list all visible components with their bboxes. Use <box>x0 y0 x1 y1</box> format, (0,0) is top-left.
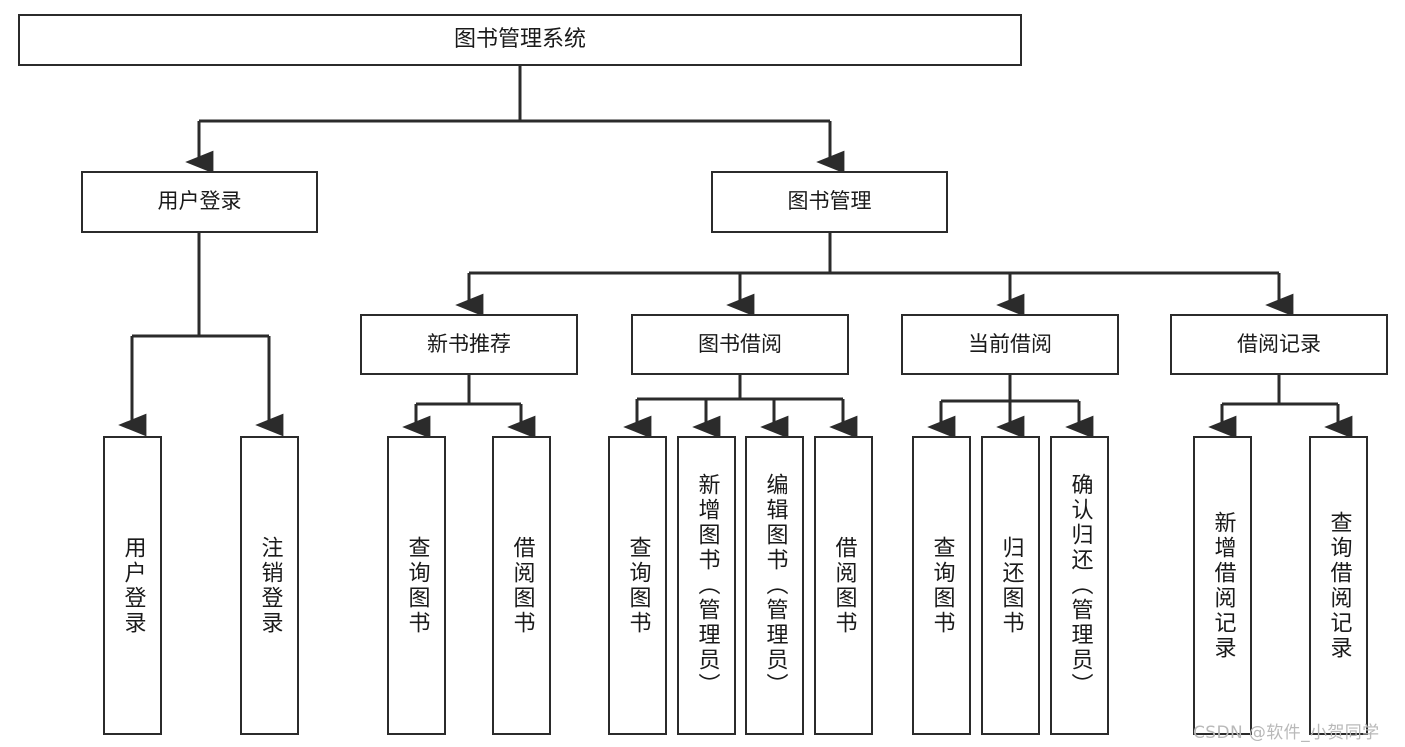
node-label: 新增借阅记录 <box>1210 510 1236 661</box>
node-label: 用户登录 <box>157 189 242 214</box>
node-label: 查询图书 <box>625 535 651 636</box>
node-label: 编辑图书（管理员） <box>762 473 788 698</box>
node-label: 图书管理系统 <box>453 26 586 52</box>
node-label: 用户登录 <box>120 535 146 636</box>
leaf-edit-book-admin[interactable]: 编辑图书（管理员） <box>745 436 804 735</box>
node-book-management[interactable]: 图书管理 <box>711 171 948 233</box>
node-current-borrow[interactable]: 当前借阅 <box>901 314 1119 375</box>
node-label: 归还图书 <box>998 535 1024 636</box>
node-label: 借阅图书 <box>831 535 857 636</box>
node-root[interactable]: 图书管理系统 <box>18 14 1022 66</box>
node-book-borrow[interactable]: 图书借阅 <box>631 314 849 375</box>
leaf-confirm-return-admin[interactable]: 确认归还（管理员） <box>1050 436 1109 735</box>
node-label: 确认归还（管理员） <box>1067 473 1093 698</box>
node-new-book-recommend[interactable]: 新书推荐 <box>360 314 578 375</box>
node-label: 查询图书 <box>404 535 430 636</box>
node-label: 注销登录 <box>257 535 283 636</box>
leaf-logout[interactable]: 注销登录 <box>240 436 299 735</box>
watermark: CSDN @软件_小贺同学 <box>1193 723 1380 743</box>
node-label: 查询借阅记录 <box>1326 510 1352 661</box>
node-label: 新书推荐 <box>427 331 511 356</box>
leaf-borrow-book[interactable]: 借阅图书 <box>814 436 873 735</box>
leaf-add-borrow-record[interactable]: 新增借阅记录 <box>1193 436 1252 735</box>
leaf-query-borrow-record[interactable]: 查询借阅记录 <box>1309 436 1368 735</box>
node-label: 当前借阅 <box>968 331 1052 356</box>
leaf-add-book-admin[interactable]: 新增图书（管理员） <box>677 436 736 735</box>
node-label: 图书管理 <box>787 189 872 214</box>
leaf-query-book-current[interactable]: 查询图书 <box>912 436 971 735</box>
leaf-user-login[interactable]: 用户登录 <box>103 436 162 735</box>
leaf-borrow-book-recommend[interactable]: 借阅图书 <box>492 436 551 735</box>
node-label: 查询图书 <box>929 535 955 636</box>
node-label: 借阅记录 <box>1237 331 1321 356</box>
node-borrow-record[interactable]: 借阅记录 <box>1170 314 1388 375</box>
node-user-login[interactable]: 用户登录 <box>81 171 318 233</box>
leaf-query-book-recommend[interactable]: 查询图书 <box>387 436 446 735</box>
leaf-query-book-borrow[interactable]: 查询图书 <box>608 436 667 735</box>
node-label: 新增图书（管理员） <box>694 473 720 698</box>
leaf-return-book[interactable]: 归还图书 <box>981 436 1040 735</box>
node-label: 图书借阅 <box>698 331 782 356</box>
node-label: 借阅图书 <box>509 535 535 636</box>
